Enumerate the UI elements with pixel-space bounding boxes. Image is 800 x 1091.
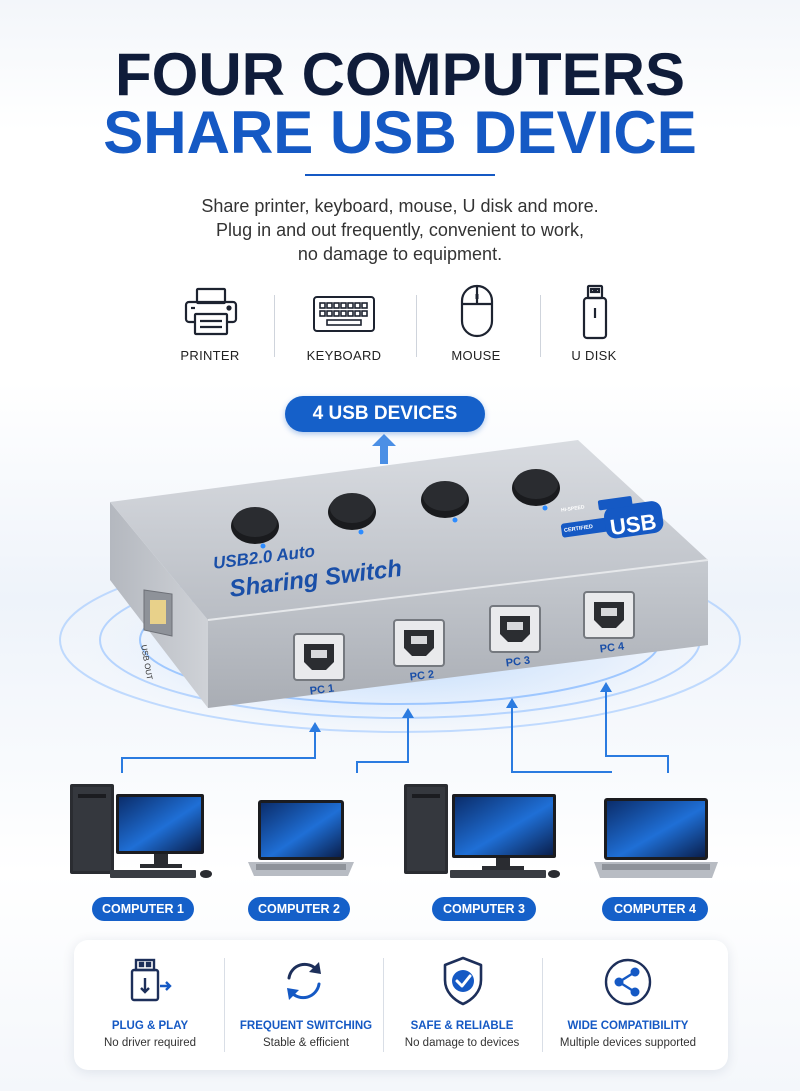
feature-divider [224, 958, 225, 1052]
computer-3-desktop [404, 784, 564, 884]
feature-title-compatibility: WIDE COMPATIBILITY [567, 1020, 689, 1032]
share-icon [604, 958, 652, 1006]
shield-check-icon [442, 956, 484, 1006]
usb-devices-badge: 4 USB DEVICES [285, 396, 485, 432]
computer-3-label: COMPUTER 3 [432, 897, 536, 921]
printer-icon [183, 286, 239, 338]
feature-title-safe: SAFE & RELIABLE [410, 1020, 514, 1032]
feature-divider [542, 958, 543, 1052]
title-divider [305, 174, 495, 176]
usb-drive-icon [582, 284, 608, 340]
feature-desc-plug-play: No driver required [103, 1037, 197, 1049]
keyboard-icon [312, 294, 376, 334]
subtitle-line-3: no damage to equipment. [297, 244, 503, 264]
device-divider [416, 295, 417, 357]
feature-divider [383, 958, 384, 1052]
feature-desc-safe: No damage to devices [404, 1037, 520, 1049]
subtitle-line-2: Plug in and out frequently, convenient t… [216, 220, 584, 240]
device-divider [540, 295, 541, 357]
computer-4-label: COMPUTER 4 [602, 897, 708, 921]
device-label-keyboard: KEYBOARD [306, 348, 382, 363]
computer-2-label: COMPUTER 2 [248, 897, 350, 921]
feature-desc-switching: Stable & efficient [262, 1037, 350, 1049]
device-label-printer: PRINTER [180, 348, 240, 363]
feature-title-plug-play: PLUG & PLAY [111, 1020, 189, 1032]
computer-4-laptop [592, 798, 720, 882]
usb-plug-icon [130, 958, 174, 1004]
computer-2-laptop [246, 800, 356, 880]
headline-line-2: SHARE USB DEVICE [103, 99, 697, 166]
subtitle-line-1: Share printer, keyboard, mouse, U disk a… [201, 196, 599, 216]
computer-1-desktop [70, 784, 220, 884]
feature-desc-compatibility: Multiple devices supported [559, 1037, 697, 1049]
refresh-icon [281, 958, 327, 1004]
arrow-up-icon [372, 434, 396, 464]
device-label-u-disk: U DISK [571, 348, 617, 363]
computer-1-label: COMPUTER 1 [92, 897, 194, 921]
headline-line-1: FOUR COMPUTERS [115, 41, 685, 108]
connection-arrows [0, 660, 800, 780]
usb-sharing-switch: USB2.0 Auto Sharing Switch USB OUT PC 1 … [108, 440, 710, 710]
mouse-icon [460, 284, 494, 338]
feature-title-switching: FREQUENT SWITCHING [239, 1020, 373, 1032]
device-divider [274, 295, 275, 357]
device-label-mouse: MOUSE [451, 348, 501, 363]
